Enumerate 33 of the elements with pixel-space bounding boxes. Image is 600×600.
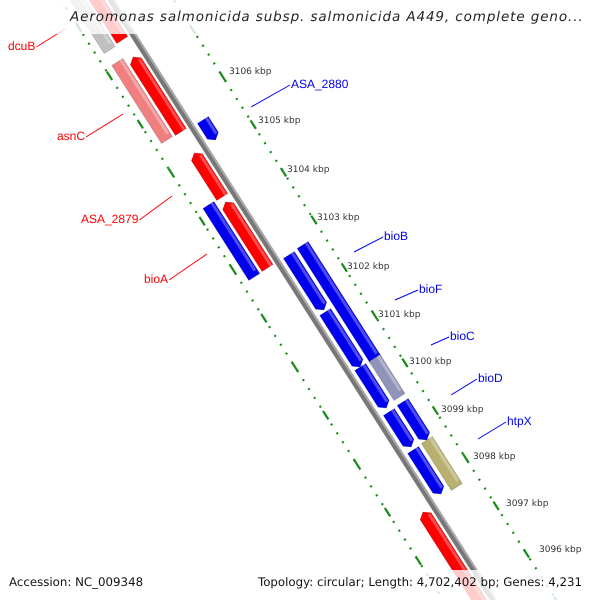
leader-line [354,236,384,252]
leader-line [478,422,506,440]
scale-label: 3099 kbp [441,405,484,415]
gene-label: bioF [419,282,442,296]
gene-label: bioA [144,272,168,286]
gene-label: ASA_2880 [291,77,348,91]
footer-text: Topology: circular; Length: 4,702,402 bp; Genes: 4,231 [258,575,582,589]
scale-label: 3098 kbp [473,452,516,462]
gene-label: ASA_2879 [81,212,138,226]
leader-line [394,290,418,300]
footer-text: Accession: NC_009348 [9,575,144,589]
gene-label: htpX [507,414,532,428]
gene-label: asnC [57,129,86,143]
scale-label: 3103 kbp [317,213,360,223]
scale-label: 3105 kbp [258,116,300,126]
map-title: Aeromonas salmonicida subsp. salmonicida A449, complete geno... [70,9,584,25]
scale-label: 3104 kbp [287,165,330,175]
leader-line [430,336,450,346]
scale-label: 3100 kbp [409,357,452,367]
gene-label: bioB [384,229,408,243]
scale-label: 3102 kbp [347,262,390,272]
gene-label: bioC [450,329,475,343]
scale-label: 3106 kbp [229,67,272,77]
scale-label: 3101 kbp [378,310,420,320]
leader-line [450,378,478,396]
leader-line [138,196,172,220]
leader-line [250,84,290,108]
scale-label: 3097 kbp [506,499,548,509]
leader-line [168,254,208,280]
gene-label: bioD [478,371,503,385]
scale-label: 3096 kbp [539,545,582,555]
gene-label: dcuB [8,39,36,53]
leader-line [86,114,124,138]
